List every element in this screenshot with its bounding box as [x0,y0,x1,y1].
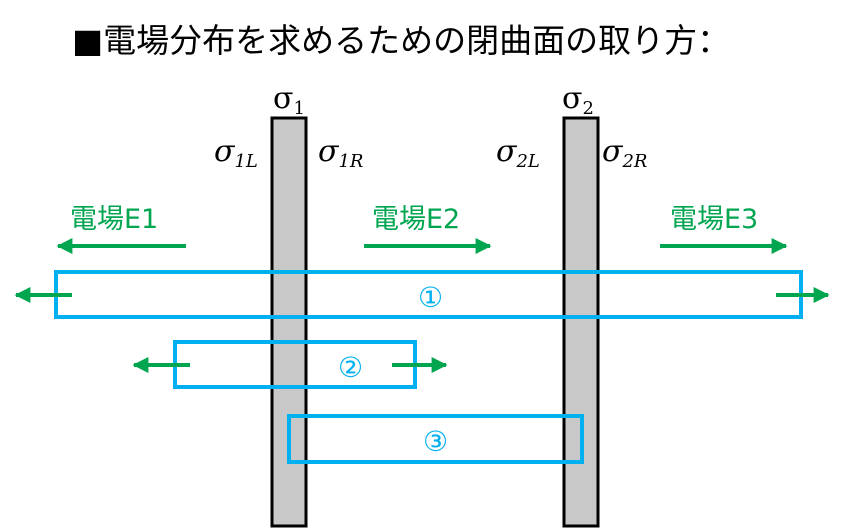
plate-1 [270,116,308,528]
surface-1-label: ① [418,281,443,314]
plate-1-label: σ1 [273,81,305,119]
plate-2-label: σ2 [562,81,594,119]
plate-2 [562,116,600,528]
plate-1-right-label: σ1R [318,134,364,172]
field-e1-label: 電場E1 [70,204,158,235]
field-e3-label: 電場E3 [670,204,758,235]
field-e2-label: 電場E2 [372,204,460,235]
plate-2-left-label: σ2L [496,134,540,172]
plate-1-left-label: σ1L [214,134,258,172]
surface-3 [287,414,584,464]
surface-3-label: ③ [423,425,448,458]
surface-2-label: ② [338,351,363,384]
plate-2-right-label: σ2R [602,134,648,172]
page-title: ■電場分布を求めるための閉曲面の取り方： [72,21,731,60]
